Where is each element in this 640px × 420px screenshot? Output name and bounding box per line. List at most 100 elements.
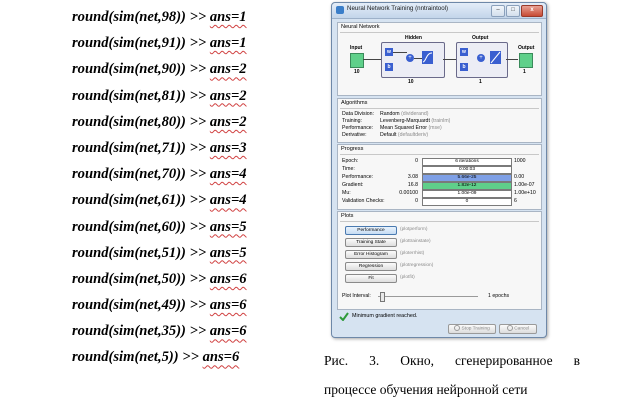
code-command: round(sim(net,51)): [72, 244, 186, 261]
code-command: round(sim(net,60)): [72, 218, 186, 235]
code-command: round(sim(net,5)): [72, 349, 179, 366]
progress-fill: [423, 191, 511, 197]
code-sep: >>: [185, 297, 210, 314]
stop-icon: [454, 325, 461, 331]
code-command: round(sim(net,98)): [72, 9, 186, 25]
progress-bar: 1.00e-09: [422, 190, 512, 198]
plot-fn: (plotperform): [400, 227, 428, 232]
divider: [340, 32, 539, 33]
progress-bar: 5.66e-25: [422, 174, 512, 182]
code-sep: >>: [185, 35, 210, 52]
progress-bar: 0:00:03: [422, 166, 512, 174]
progress-max: 1.00e+10: [514, 190, 536, 196]
maximize-button[interactable]: □: [506, 5, 520, 17]
plot-fn: (ploterrhist): [400, 251, 425, 256]
input-node-icon: [350, 53, 364, 68]
code-command: round(sim(net,90)): [72, 61, 186, 78]
hidden-layer-label: Hidden: [405, 35, 422, 41]
code-line: round(sim(net,70)) >> ans=4: [72, 161, 322, 187]
hidden-size: 10: [408, 79, 414, 85]
algorithm-row: Training:Levenberg-Marquardt (trainlm): [342, 118, 450, 124]
algorithm-key: Data Division:: [342, 111, 375, 117]
code-line: round(sim(net,90)) >> ans=2: [72, 56, 322, 82]
progress-bar: 0: [422, 198, 512, 206]
output-layer-box: w b +: [456, 42, 508, 78]
code-answer: ans=2: [209, 87, 247, 104]
title-bar[interactable]: Neural Network Training (nntraintool) – …: [332, 3, 546, 19]
code-line: round(sim(net,80)) >> ans=2: [72, 109, 322, 135]
code-answer: ans=6: [209, 297, 247, 314]
section-title: Algorithms: [341, 100, 368, 106]
progress-value: 0:00:03: [458, 167, 475, 172]
progress-value: 1.00e-09: [457, 191, 477, 196]
progress-min: 3.08: [407, 174, 418, 180]
code-answer: ans=6: [209, 270, 247, 287]
plot-error-histogram-button[interactable]: Error Histogram: [345, 250, 397, 259]
checkmark-icon: [339, 312, 349, 321]
code-answer: ans=2: [209, 113, 247, 130]
plot-interval-slider-thumb[interactable]: [380, 292, 385, 302]
plot-training-state-button[interactable]: Training State: [345, 238, 397, 247]
progress-max: 1.00e-07: [514, 182, 535, 188]
plot-interval-slider-track[interactable]: [378, 296, 478, 297]
progress-fill: [423, 175, 511, 181]
progress-fill: [423, 183, 511, 189]
plot-fit-button[interactable]: Fit: [345, 274, 397, 283]
code-line: round(sim(net,49)) >> ans=6: [72, 292, 322, 318]
progress-max: 0.00: [514, 174, 525, 180]
algorithm-fn: (trainlm): [431, 118, 451, 124]
code-answer: ans=5: [209, 218, 247, 235]
code-line: round(sim(net,71)) >> ans=3: [72, 135, 322, 161]
network-diagram: Input 10 Hidden w b + 10 Output w: [338, 35, 541, 95]
matlab-app-icon: [336, 6, 344, 14]
output-size: 1: [523, 69, 526, 75]
bias-icon: b: [460, 63, 468, 71]
progress-min: 0: [415, 198, 418, 204]
code-sep: >>: [185, 244, 210, 261]
bias-icon: b: [385, 63, 393, 71]
code-command: round(sim(net,50)): [72, 270, 186, 287]
sum-icon: +: [406, 54, 414, 62]
algorithm-row: Data Division:Random (dividerand): [342, 111, 428, 117]
sum-icon: +: [477, 54, 485, 62]
connector: [443, 59, 456, 60]
progress-panel: Progress Epoch: 0 6 iterations 1000 Time…: [337, 144, 542, 210]
algorithm-value: Mean Squared Error: [380, 125, 427, 131]
close-button[interactable]: x: [521, 5, 543, 17]
cancel-button[interactable]: Cancel: [499, 324, 537, 334]
plot-regression-button[interactable]: Regression: [345, 262, 397, 271]
code-sep: >>: [185, 61, 210, 78]
window-title: Neural Network Training (nntraintool): [347, 5, 449, 12]
progress-min: 0: [415, 158, 418, 164]
progress-min: 0.00100: [399, 190, 418, 196]
code-command: round(sim(net,91)): [72, 35, 186, 52]
algorithm-row: Performance:Mean Squared Error (mse): [342, 125, 442, 131]
cancel-icon: [506, 325, 513, 331]
caption-line-2: процессе обучения нейронной сети: [324, 382, 528, 397]
code-line: round(sim(net,91)) >> ans=1: [72, 30, 322, 56]
section-title: Plots: [341, 213, 354, 219]
progress-fill: [423, 159, 511, 165]
minimize-button[interactable]: –: [491, 5, 505, 17]
stop-training-button[interactable]: Stop Training: [448, 324, 496, 334]
code-line: round(sim(net,5)) >> ans=6: [72, 344, 322, 370]
code-line: round(sim(net,61)) >> ans=4: [72, 187, 322, 213]
code-sep: >>: [185, 139, 210, 156]
code-line: round(sim(net,81)) >> ans=2: [72, 83, 322, 109]
progress-label: Performance:: [342, 174, 374, 180]
code-line: round(sim(net,98)) >> ans=1: [72, 4, 322, 30]
progress-bar: 6 iterations: [422, 158, 512, 166]
progress-label: Mu:: [342, 190, 351, 196]
algorithm-value: Default: [380, 132, 397, 138]
progress-value: 6 iterations: [455, 159, 479, 164]
algorithm-value: Random: [380, 111, 400, 117]
code-answer: ans=3: [209, 139, 247, 156]
plot-fn: (plotfit): [400, 275, 415, 280]
progress-label: Time:: [342, 166, 355, 172]
connector: [414, 58, 422, 59]
code-sep: >>: [185, 113, 210, 130]
plot-performance-button[interactable]: Performance: [345, 226, 397, 235]
code-answer: ans=1: [209, 35, 247, 52]
code-answer: ans=4: [209, 166, 247, 183]
code-command: round(sim(net,71)): [72, 139, 186, 156]
